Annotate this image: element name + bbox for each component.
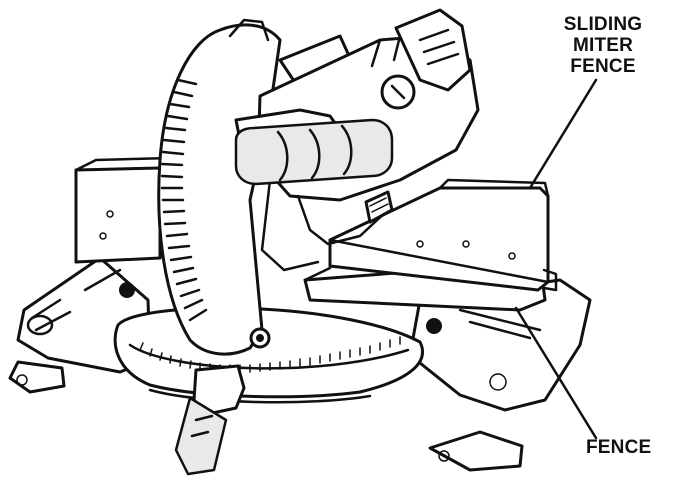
sliding-miter-fence (328, 178, 558, 292)
blade-guard (157, 18, 282, 356)
leader-fence (514, 306, 598, 440)
fence-label: FENCE (586, 437, 652, 458)
label-line-miter: MITER (572, 35, 634, 56)
label-line-sliding: SLIDING (563, 14, 643, 35)
hold-down-clamp (364, 190, 394, 224)
saw-handle (234, 108, 394, 186)
leader-sliding-miter-fence (528, 78, 598, 190)
guard-ribs (160, 78, 208, 322)
sliding-miter-fence-label: SLIDING MITER FENCE (548, 14, 658, 77)
label-line-fence-top: FENCE (570, 56, 636, 77)
